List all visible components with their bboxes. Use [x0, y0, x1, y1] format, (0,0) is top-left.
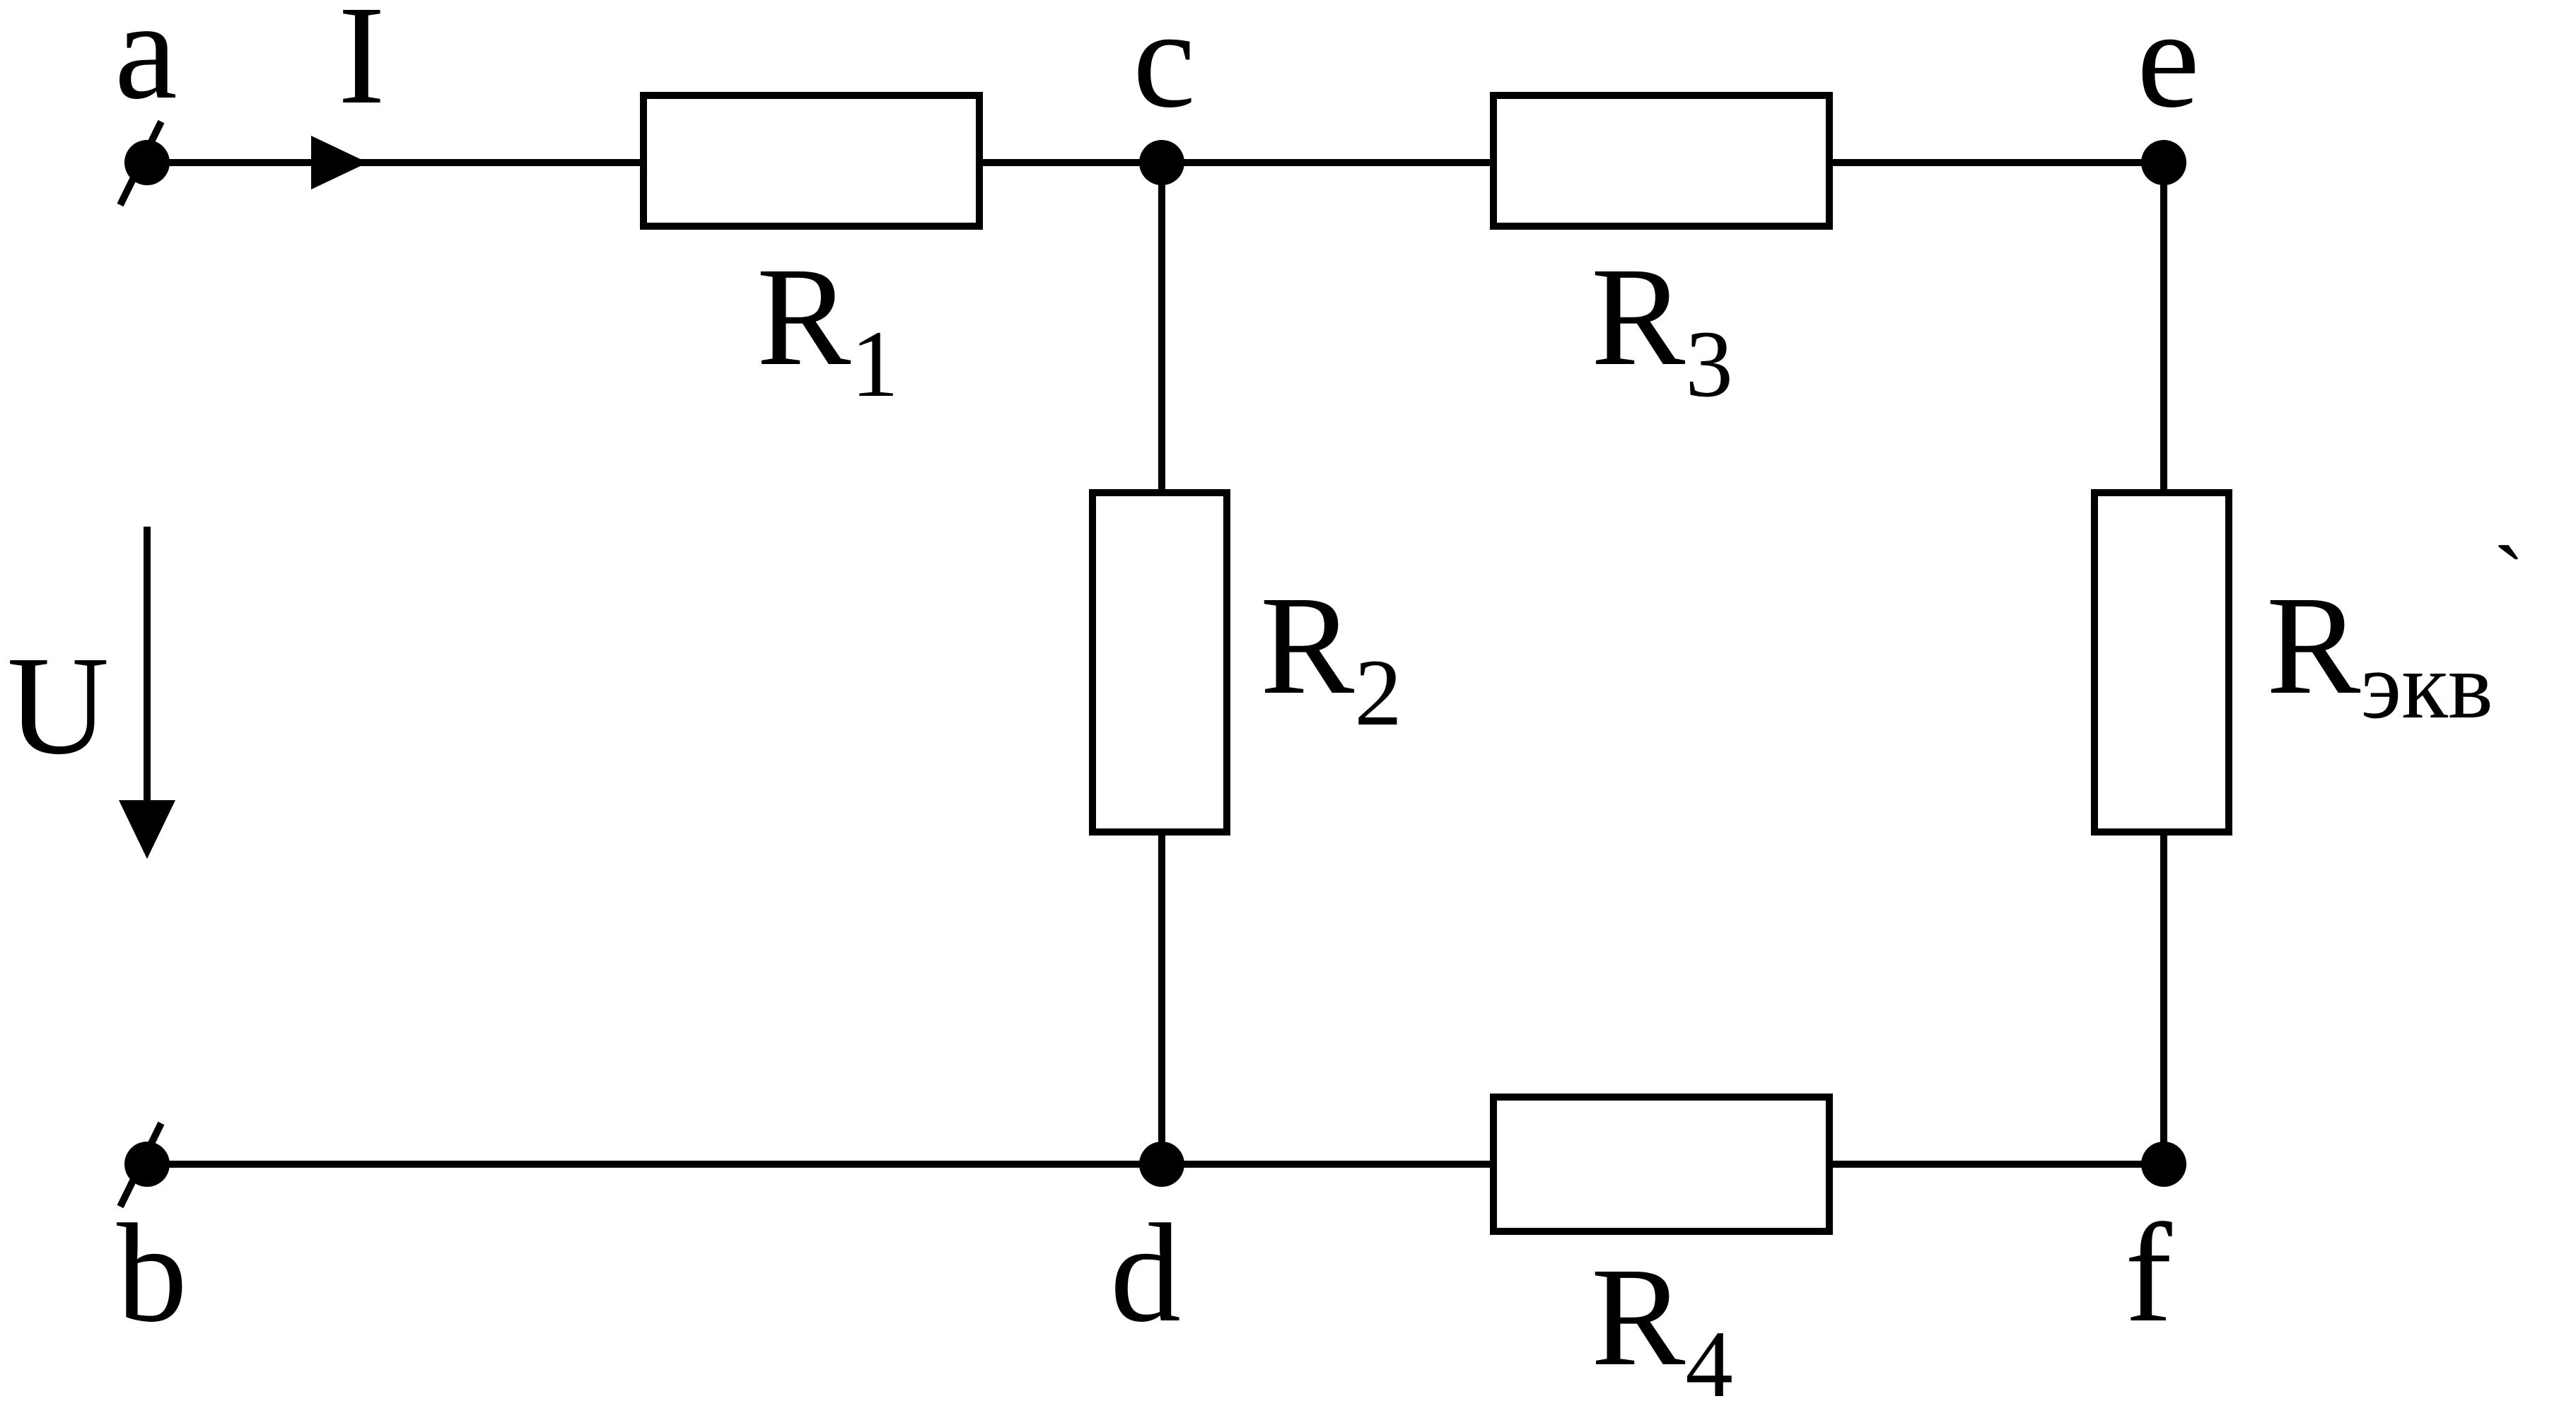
wires	[147, 159, 2167, 1168]
terminal-b	[117, 1121, 170, 1209]
voltage-arrow	[119, 527, 175, 859]
current-arrow	[311, 136, 368, 189]
node-label-c: c	[1133, 0, 1196, 137]
node-label-f: f	[2125, 1195, 2172, 1352]
node-dot-e	[2141, 140, 2186, 185]
resistor-r1	[640, 92, 983, 230]
node-dot-f	[2141, 1142, 2186, 1187]
label-req: Rэкв`	[2266, 527, 2525, 739]
node-label-a: a	[115, 0, 177, 129]
label-r4: R4	[1591, 1239, 1733, 1401]
current-label: I	[338, 0, 385, 134]
label-r1: R1	[757, 239, 899, 417]
label-r3: R3	[1591, 239, 1733, 417]
node-label-d: d	[1110, 1195, 1181, 1352]
node-label-b: b	[117, 1195, 187, 1352]
voltage-label: U	[7, 628, 109, 784]
resistor-r4	[1490, 1094, 1833, 1235]
label-r2: R2	[1260, 568, 1402, 746]
resistor-req	[2091, 489, 2232, 836]
terminal-a	[117, 119, 170, 207]
resistor-r2	[1089, 489, 1230, 836]
node-label-e: e	[2137, 0, 2200, 137]
node-dot-d	[1139, 1142, 1184, 1187]
resistor-r3	[1490, 92, 1833, 230]
node-dot-c	[1139, 140, 1184, 185]
